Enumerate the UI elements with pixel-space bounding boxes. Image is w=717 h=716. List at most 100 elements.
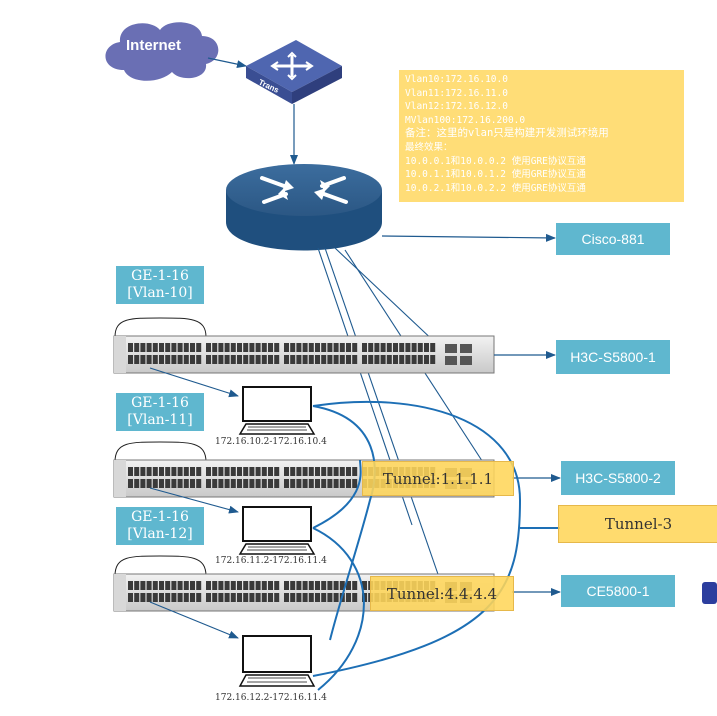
switch-port bbox=[339, 467, 345, 476]
switch-port bbox=[430, 355, 436, 364]
switch-port bbox=[218, 467, 224, 476]
switch-h3c-1 bbox=[113, 317, 495, 374]
host-ip-range-3: 172.16.12.2-172.16.11.4 bbox=[215, 693, 327, 703]
switch-port bbox=[268, 467, 273, 476]
switch-port bbox=[249, 355, 255, 364]
switch-port bbox=[230, 467, 236, 476]
switch-port bbox=[333, 593, 339, 602]
switch-port bbox=[146, 593, 152, 602]
switch-port bbox=[346, 343, 351, 352]
vlan-port: GE-1-16 bbox=[131, 509, 189, 525]
switch-port bbox=[190, 593, 195, 602]
switch-port bbox=[196, 355, 202, 364]
switch-port bbox=[152, 467, 158, 476]
switch-port bbox=[352, 581, 358, 590]
switch-port bbox=[206, 355, 211, 364]
switch-port bbox=[255, 593, 261, 602]
switch-port bbox=[183, 479, 189, 488]
switch-port bbox=[352, 343, 358, 352]
tunnel-label-4: Tunnel:4.4.4.4 bbox=[370, 576, 514, 611]
note-line: 10.0.2.1和10.0.2.2 使用GRE协议互通 bbox=[405, 182, 586, 194]
switch-port bbox=[230, 355, 236, 364]
switch-port bbox=[362, 355, 367, 364]
sfp-port bbox=[460, 344, 472, 353]
sfp-port bbox=[445, 344, 457, 353]
switch-port bbox=[352, 593, 358, 602]
switch-port bbox=[333, 581, 339, 590]
switch-port bbox=[268, 343, 273, 352]
switch-port bbox=[249, 343, 255, 352]
switch-port bbox=[346, 467, 351, 476]
switch-port bbox=[212, 479, 218, 488]
switch-port bbox=[159, 593, 164, 602]
switch-port bbox=[261, 479, 267, 488]
switch-port bbox=[284, 467, 289, 476]
vlan-id: [Vlan-11] bbox=[127, 412, 193, 428]
switch-port bbox=[255, 467, 261, 476]
switch-port bbox=[321, 479, 327, 488]
switch-port bbox=[374, 343, 380, 352]
switch-port bbox=[177, 355, 183, 364]
switch-port bbox=[146, 581, 152, 590]
core-switch-icon: Trans bbox=[246, 40, 342, 104]
switch-port bbox=[274, 355, 280, 364]
switch-port bbox=[206, 467, 211, 476]
switch-port bbox=[146, 467, 152, 476]
host-ip-range-2: 172.16.11.2-172.16.11.4 bbox=[215, 556, 327, 566]
switch-port bbox=[196, 593, 202, 602]
switch-port bbox=[327, 343, 333, 352]
switch-port bbox=[315, 355, 320, 364]
switch-port bbox=[140, 355, 146, 364]
switch-port bbox=[243, 355, 249, 364]
switch-port bbox=[171, 467, 177, 476]
switch-port bbox=[405, 355, 411, 364]
switch-port bbox=[146, 343, 152, 352]
switch-port bbox=[321, 593, 327, 602]
switch-port bbox=[152, 479, 158, 488]
device-label-h3c-1: H3C-S5800-1 bbox=[556, 340, 670, 374]
switch-port bbox=[152, 581, 158, 590]
switch-port bbox=[134, 467, 140, 476]
note-box: Vlan10:172.16.10.0 Vlan11:172.16.11.0 Vl… bbox=[399, 70, 684, 202]
switch-port bbox=[374, 355, 380, 364]
switch-port bbox=[284, 479, 289, 488]
switch-port bbox=[146, 479, 152, 488]
switch-port bbox=[218, 593, 224, 602]
switch-port bbox=[159, 467, 164, 476]
switch-port bbox=[134, 479, 140, 488]
switch-port bbox=[177, 467, 183, 476]
switch-port bbox=[230, 593, 236, 602]
switch-port bbox=[308, 479, 314, 488]
switch-port bbox=[196, 479, 202, 488]
switch-port bbox=[190, 355, 195, 364]
switch-port bbox=[183, 355, 189, 364]
switch-port bbox=[243, 581, 249, 590]
switch-port bbox=[368, 343, 374, 352]
switch-port bbox=[224, 355, 230, 364]
switch-port bbox=[302, 581, 308, 590]
switch-port bbox=[327, 355, 333, 364]
switch-port bbox=[296, 355, 302, 364]
switch-port bbox=[165, 355, 171, 364]
switch-port bbox=[346, 581, 351, 590]
switch-port bbox=[339, 479, 345, 488]
switch-port bbox=[255, 355, 261, 364]
switch-port bbox=[274, 581, 280, 590]
switch-port bbox=[380, 343, 386, 352]
switch-port bbox=[302, 343, 308, 352]
switch-port bbox=[386, 355, 392, 364]
switch-port bbox=[399, 355, 405, 364]
switch-port bbox=[183, 593, 189, 602]
switch-port bbox=[230, 479, 236, 488]
switch-port bbox=[255, 343, 261, 352]
switch-port bbox=[339, 581, 345, 590]
switch-port bbox=[128, 355, 133, 364]
vlan-port: GE-1-16 bbox=[131, 395, 189, 411]
switch-port bbox=[206, 343, 211, 352]
switch-port bbox=[274, 467, 280, 476]
device-label-h3c-2: H3C-S5800-2 bbox=[561, 461, 675, 495]
switch-port bbox=[224, 581, 230, 590]
switch-port bbox=[417, 343, 423, 352]
switch-port bbox=[183, 467, 189, 476]
vlan-port: GE-1-16 bbox=[131, 268, 189, 284]
